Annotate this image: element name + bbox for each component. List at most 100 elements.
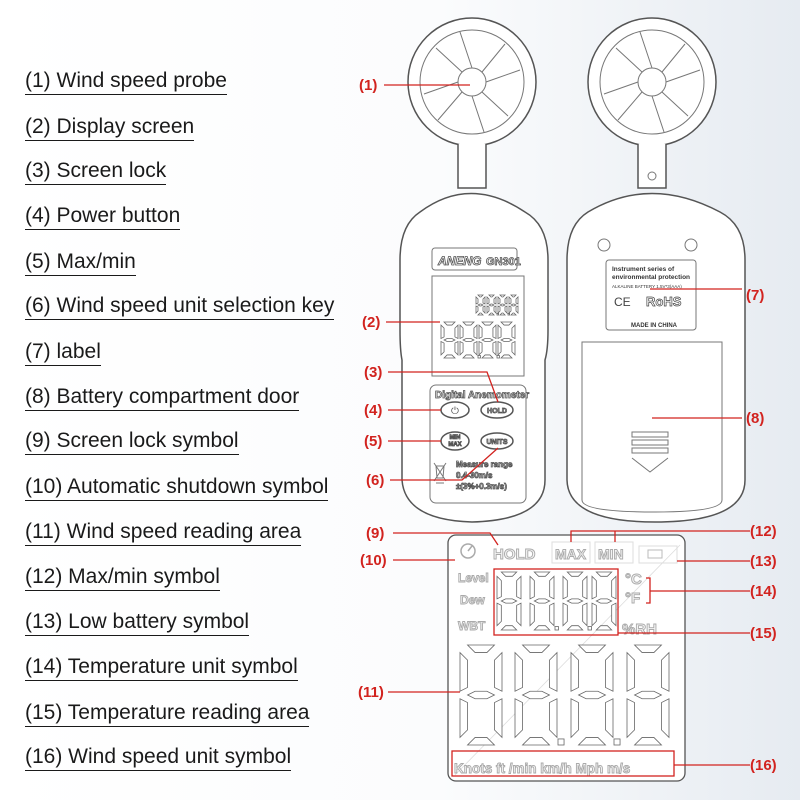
- legend-item: (7) label: [25, 340, 101, 366]
- legend-item: (6) Wind speed unit selection key: [25, 294, 335, 320]
- measure-range-label: Measure range: [456, 460, 513, 469]
- digit-segment: [494, 698, 503, 739]
- seven-segment-digit: [529, 571, 559, 631]
- keypad-panel: [429, 384, 527, 504]
- legend-item: (1) Wind speed probe: [25, 69, 227, 95]
- legend-item: (5) Max/min: [25, 250, 136, 276]
- digit-segment: [577, 644, 607, 653]
- digit-segment: [510, 303, 517, 307]
- lcd-fahrenheit-symbol: °F: [625, 590, 640, 607]
- callout-12: (12): [750, 523, 777, 540]
- digit-segment: [633, 737, 663, 746]
- label-line-1: Instrument series of: [612, 266, 675, 273]
- digit-segment: [497, 340, 502, 356]
- digit-segment: [595, 598, 613, 604]
- impeller-blades-icon: [603, 31, 701, 133]
- digit-segment: [497, 296, 501, 305]
- digit-segment: [529, 602, 535, 627]
- back-device: Instrument series of environmental prote…: [566, 17, 746, 523]
- digit-segment: [633, 644, 663, 653]
- seven-segment-digit: [591, 571, 617, 631]
- digit-segment: [533, 625, 551, 631]
- legend-item: (12) Max/min symbol: [25, 565, 220, 591]
- digit-segment: [595, 571, 613, 577]
- seven-segment-digit: [570, 644, 621, 746]
- digit-segment: [459, 324, 464, 340]
- callout-3: (3): [364, 364, 382, 381]
- lcd-hold-symbol: HOLD: [493, 546, 536, 563]
- digit-segment: [515, 296, 519, 305]
- callout-14: (14): [750, 583, 777, 600]
- digit-segment: [515, 305, 519, 314]
- digit-segment: [492, 340, 497, 356]
- digit-segment: [477, 303, 484, 307]
- digit-segment: [475, 296, 479, 305]
- digit-segment: [500, 354, 513, 359]
- digit-segment: [499, 312, 506, 316]
- digit-segment: [500, 321, 513, 326]
- digit-segment: [477, 294, 484, 298]
- digit-segment: [500, 338, 513, 342]
- digit-segment: [497, 305, 501, 314]
- decimal-point: [554, 626, 559, 631]
- digit-segment: [462, 338, 475, 342]
- lcd-unit-symbols: Knots ft /min km/h Mph m/s: [454, 761, 630, 776]
- digit-segment: [478, 340, 483, 356]
- digit-segment: [595, 625, 613, 631]
- made-in-label: MADE IN CHINA: [631, 323, 678, 329]
- ce-mark: CE: [614, 295, 631, 309]
- units-button-label: UNITS: [487, 439, 508, 446]
- digit-segment: [486, 305, 490, 314]
- digit-segment: [462, 321, 475, 326]
- decimal-point: [587, 626, 592, 631]
- digit-segment: [496, 602, 502, 627]
- legend-item: (9) Screen lock symbol: [25, 429, 239, 455]
- digit-segment: [488, 303, 495, 307]
- lcd-dew-label: Dew: [460, 593, 485, 607]
- callout-11: (11): [358, 684, 384, 701]
- callout-numbers: (1) (2) (3) (4) (5) (6) (7) (8) (9) (10)…: [358, 77, 777, 774]
- digit-segment: [633, 690, 663, 700]
- callout-6: (6): [366, 472, 384, 489]
- digit-segment: [511, 324, 516, 340]
- callout-13: (13): [750, 553, 777, 570]
- lcd-rh-symbol: %RH: [622, 621, 657, 638]
- seven-segment-digit: [496, 571, 522, 631]
- digit-segment: [486, 296, 490, 305]
- digit-segment: [496, 575, 502, 600]
- callout-5: (5): [364, 433, 382, 450]
- digit-segment: [500, 571, 518, 577]
- seven-segment-digit: [486, 294, 500, 316]
- digit-segment: [549, 575, 555, 600]
- digit-segment: [529, 575, 535, 600]
- digit-segment: [533, 571, 551, 577]
- unit-symbol-box: [451, 750, 675, 777]
- digit-segment: [481, 354, 494, 359]
- callout-2: (2): [362, 314, 380, 331]
- digit-segment: [510, 312, 517, 316]
- seven-segment-digit: [459, 644, 503, 746]
- digit-segment: [566, 598, 584, 604]
- digit-segment: [577, 690, 607, 700]
- legend-item: (14) Temperature unit symbol: [25, 655, 298, 681]
- digit-segment: [511, 340, 516, 356]
- measure-range-value: 0.4-30m/s: [456, 471, 493, 480]
- digit-segment: [591, 602, 597, 627]
- digit-segment: [459, 651, 468, 692]
- lcd-level-label: Level: [458, 571, 489, 585]
- digit-segment: [562, 602, 568, 627]
- seven-segment-digit: [514, 644, 565, 746]
- seven-segment-digit: [475, 294, 486, 316]
- legend-item: (8) Battery compartment door: [25, 385, 300, 411]
- digit-segment: [466, 690, 496, 700]
- battery-compartment-door[interactable]: [581, 341, 723, 513]
- digit-segment: [473, 340, 478, 356]
- legend-item: (13) Low battery symbol: [25, 610, 250, 636]
- digit-segment: [493, 296, 497, 305]
- legend-item: (4) Power button: [25, 204, 181, 230]
- digit-segment: [508, 305, 512, 314]
- accuracy-label: ±(3%+0.3m/s): [456, 482, 507, 491]
- digit-segment: [514, 698, 523, 739]
- seven-segment-digit: [459, 321, 481, 359]
- hold-button[interactable]: [480, 401, 514, 419]
